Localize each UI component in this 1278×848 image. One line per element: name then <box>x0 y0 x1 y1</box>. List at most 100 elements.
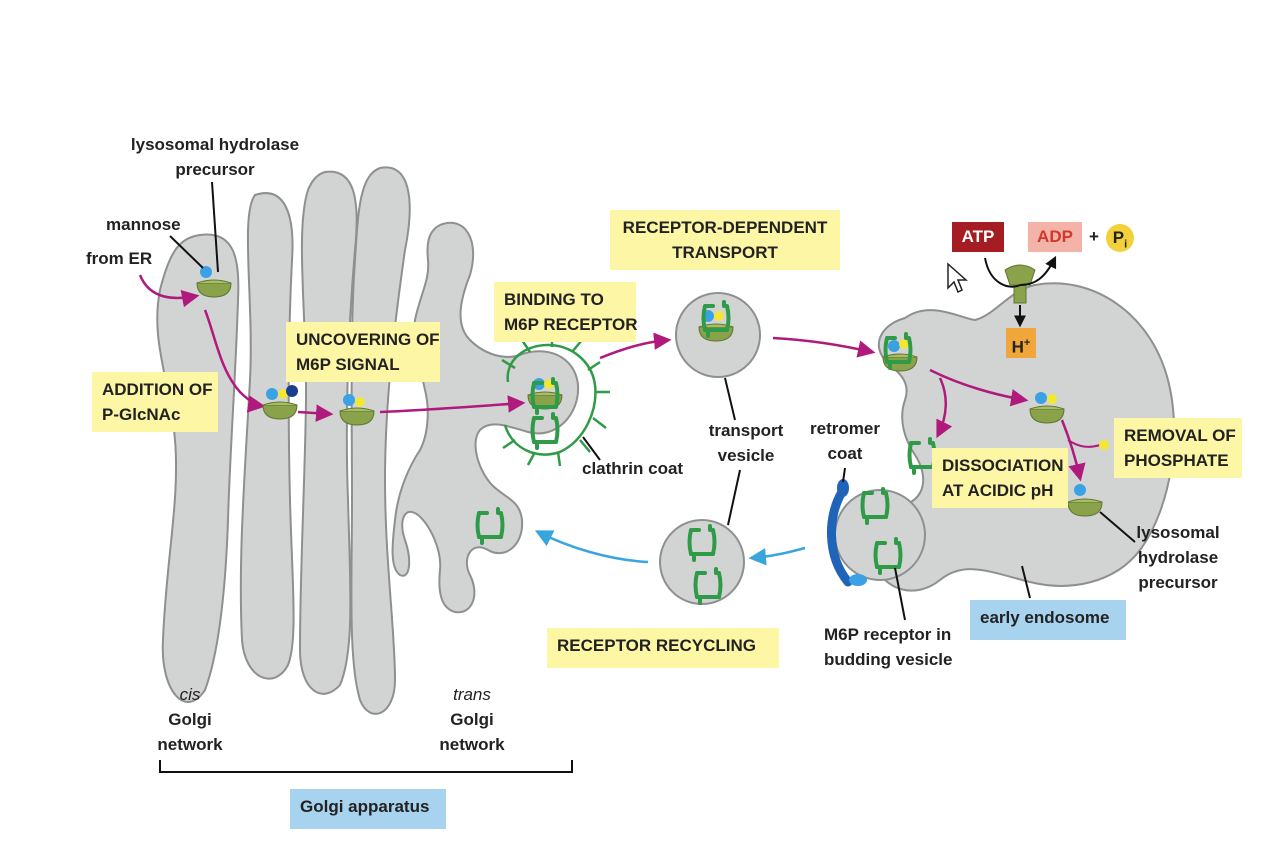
transport-vesicle-line-2: vesicle <box>717 446 775 465</box>
hydrolase-endosome-bound <box>882 339 918 372</box>
tgn-to-vesicle-arrow <box>599 332 672 360</box>
early-endosome <box>870 282 1176 592</box>
hydrolase-er-entry <box>196 266 232 298</box>
clathrin-coat <box>501 333 610 467</box>
trans-golgi-network <box>391 222 580 614</box>
leader-transport-vesicle-top <box>724 377 736 421</box>
retromer-line-2: coat <box>827 444 863 463</box>
uncovering-line-2: M6P SIGNAL <box>296 355 400 374</box>
golgi-cisterna-4 <box>350 166 411 715</box>
trans-network-word: network <box>439 735 505 754</box>
leader-transport-vesicle-bottom <box>727 469 741 526</box>
removal-phosphate-box: REMOVAL OF PHOSPHATE <box>1114 418 1242 478</box>
vesicle-to-endosome-arrow <box>772 336 876 358</box>
hydrolase-right-label: lysosomal hydrolase precursor <box>1128 520 1228 595</box>
phosphate-release-arrow <box>1067 439 1101 448</box>
removal-line-2: PHOSPHATE <box>1124 451 1229 470</box>
pi-letter: P <box>1112 228 1125 247</box>
pi-subscript: i <box>1124 238 1128 251</box>
released-phosphate <box>1099 440 1109 450</box>
addition-line-2: P-GlcNAc <box>102 405 181 424</box>
mouse-cursor-icon <box>947 262 968 294</box>
adp-chip: ADP <box>1028 222 1082 252</box>
hydrolase-top-line-1: lysosomal hydrolase <box>130 135 300 154</box>
leader-mannose <box>169 235 204 269</box>
receptor-recycling-box: RECEPTOR RECYCLING <box>547 628 779 668</box>
cis-network-word: network <box>157 735 223 754</box>
clathrin-coat-label: clathrin coat <box>582 459 684 478</box>
golgi-cisterna-3 <box>298 170 358 695</box>
hydrolase-final <box>1067 484 1103 517</box>
golgi-flow-arrow-3 <box>379 395 526 414</box>
leader-clathrin <box>582 436 601 461</box>
dissociation-line-2: AT ACIDIC pH <box>942 481 1054 500</box>
golgi-cisterna-2 <box>239 192 295 680</box>
dissociation-arrow-a <box>929 368 1029 407</box>
transport-vesicle-bottom <box>659 519 745 605</box>
addition-p-glcnac-box: ADDITION OF P-GlcNAc <box>92 372 218 432</box>
leader-retromer <box>842 467 846 483</box>
leader-budding-vesicle <box>894 567 906 621</box>
dissociation-arrow-b <box>936 377 953 439</box>
retromer-line-1: retromer <box>810 419 880 438</box>
uncovering-line-1: UNCOVERING OF <box>296 330 440 349</box>
receptor-transport-line-1: RECEPTOR-DEPENDENT <box>622 218 828 237</box>
binding-line-1: BINDING TO <box>504 290 604 309</box>
receptor-transport-box: RECEPTOR-DEPENDENT TRANSPORT <box>610 210 840 270</box>
removal-line-1: REMOVAL OF <box>1124 426 1236 445</box>
hydrolase-right-line-3: precursor <box>1138 573 1218 592</box>
leader-hydrolase-right <box>1099 511 1136 543</box>
from-er-arrow <box>138 274 200 308</box>
recycling-arrow-2 <box>534 530 649 564</box>
m6p-budding-line-2: budding vesicle <box>824 650 953 669</box>
pi-chip: Pi <box>1106 224 1134 252</box>
dissociation-line-1: DISSOCIATION <box>942 456 1064 475</box>
hydrolase-right-line-1: lysosomal <box>1136 523 1220 542</box>
dissociation-box: DISSOCIATION AT ACIDIC pH <box>932 448 1068 508</box>
m6p-budding-label: M6P receptor in budding vesicle <box>824 622 952 672</box>
trans-golgi-label: trans Golgi network <box>432 682 512 757</box>
retromer-coat-cap-bottom <box>849 574 867 586</box>
golgi-apparatus-box: Golgi apparatus <box>290 789 446 829</box>
from-er-label: from ER <box>86 249 153 268</box>
early-endosome-box: early endosome <box>970 600 1126 640</box>
hydrolase-p-glcnac <box>262 385 298 420</box>
hydrolase-m6p-signal <box>339 394 375 426</box>
cis-golgi-cisterna <box>156 233 240 703</box>
receptor-transport-line-2: TRANSPORT <box>672 243 778 262</box>
plus-sign: + <box>1089 227 1099 246</box>
leader-early-endosome <box>1021 565 1031 599</box>
phosphate-removal-arrow <box>1060 419 1086 482</box>
recycling-arrow-1 <box>748 546 806 566</box>
hydrolase-top-line-2: precursor <box>175 160 255 179</box>
trans-word: trans <box>453 685 491 704</box>
m6p-budding-line-1: M6P receptor in <box>824 625 952 644</box>
cis-word: cis <box>179 685 201 704</box>
transport-vesicle-line-1: transport <box>708 421 784 440</box>
hydrolase-top-label: lysosomal hydrolase precursor <box>125 132 305 182</box>
atp-chip: ATP <box>952 222 1004 252</box>
golgi-flow-arrow-1 <box>203 309 266 413</box>
leader-hydrolase-top <box>211 181 219 273</box>
hydrolase-dissociated <box>1029 392 1065 424</box>
retromer-coat <box>826 487 853 587</box>
binding-line-2: M6P RECEPTOR <box>504 315 638 334</box>
golgi-flow-arrow-2 <box>297 404 334 422</box>
cis-golgi-label: cis Golgi network <box>150 682 230 757</box>
golgi-bracket <box>159 760 573 773</box>
hydrolase-right-line-2: hydrolase <box>1137 548 1219 567</box>
addition-line-1: ADDITION OF <box>102 380 213 399</box>
proton-pump <box>984 255 1057 328</box>
binding-m6p-box: BINDING TO M6P RECEPTOR <box>494 282 638 342</box>
cis-golgi-word: Golgi <box>168 710 212 729</box>
retromer-coat-cap-top <box>837 479 849 497</box>
hplus-letter: H <box>1011 337 1024 357</box>
hplus-superscript: + <box>1023 337 1031 349</box>
hplus-chip: H+ <box>1006 328 1036 358</box>
trans-golgi-word: Golgi <box>450 710 494 729</box>
mannose-label: mannose <box>106 215 181 234</box>
transport-vesicle-label: transport vesicle <box>698 418 794 468</box>
retromer-coat-label: retromer coat <box>800 416 890 466</box>
